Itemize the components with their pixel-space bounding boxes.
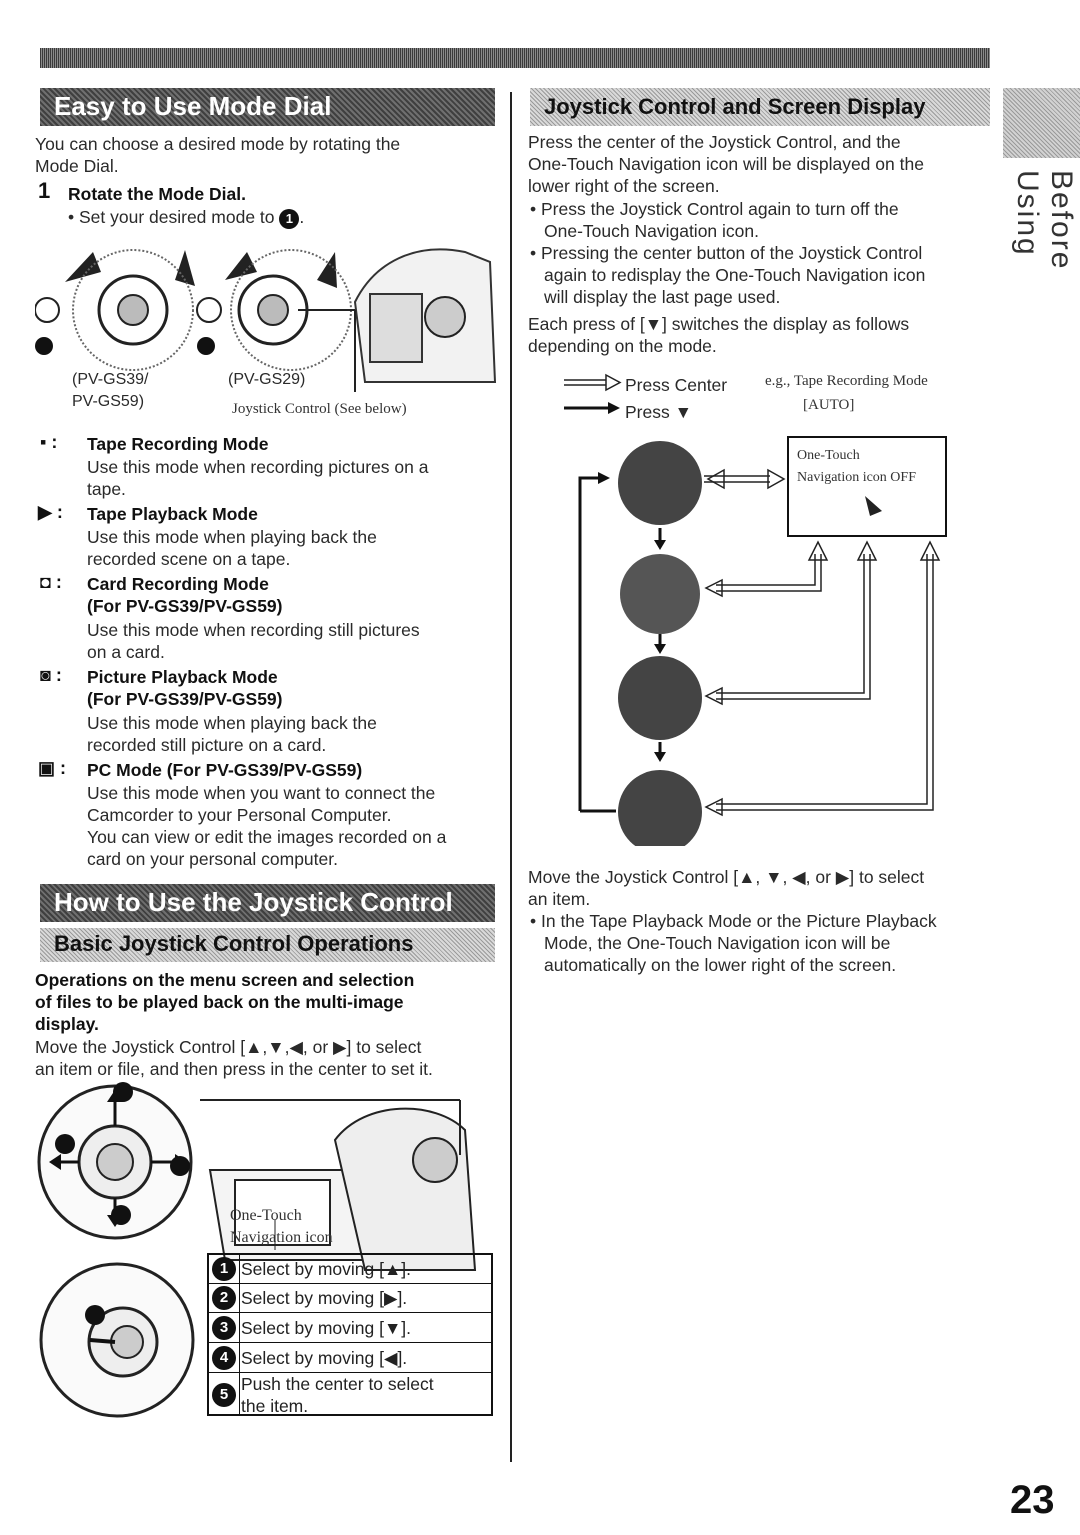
- legend-press-down: Press ▼: [625, 402, 692, 422]
- step-row: 2 Select by moving [▶].: [209, 1284, 491, 1313]
- screen-display-para1: Press the center of the Joystick Control…: [528, 132, 924, 196]
- caption-gs29: (PV-GS29): [228, 371, 306, 388]
- screen-display-bullet1: • Press the Joystick Control again to tu…: [530, 199, 899, 241]
- move-joystick-text: Move the Joystick Control [▲, ▼, ◀, or ▶…: [528, 867, 925, 909]
- mode-description: Use this mode when recording pictures on…: [87, 457, 429, 499]
- example-mode: e.g., Tape Recording Mode: [765, 373, 928, 389]
- basic-operations-header: Basic Joystick Control Operations: [40, 928, 495, 962]
- step-number: 1: [38, 178, 51, 203]
- mode-title: Tape Recording Mode: [87, 434, 269, 454]
- navigation-flow-diagram: [578, 436, 947, 846]
- top-decorative-bar: [40, 48, 990, 68]
- legend-press-center: Press Center: [625, 375, 728, 395]
- mode-title: Picture Playback Mode(For PV-GS39/PV-GS5…: [87, 667, 283, 709]
- playback-mode-note: • In the Tape Playback Mode or the Pictu…: [530, 911, 937, 975]
- step1-subtext: • Set your desired mode to 1.: [68, 207, 305, 229]
- joystick-illustration: [37, 1082, 477, 1418]
- joystick-header: How to Use the Joystick Control: [40, 884, 495, 922]
- mode-title: Card Recording Mode(For PV-GS39/PV-GS59): [87, 574, 283, 616]
- step-5-icon: 5: [212, 1383, 236, 1407]
- legend-arrows: [564, 373, 622, 414]
- mode-title: Tape Playback Mode: [87, 504, 258, 524]
- operations-bold-text: Operations on the menu screen and select…: [35, 970, 415, 1034]
- column-divider: [510, 92, 512, 1462]
- steps-separator: [239, 1255, 240, 1414]
- operations-text: Move the Joystick Control [▲,▼,◀, or ▶] …: [35, 1037, 433, 1079]
- card-recording-mode-icon: ◘ :: [40, 572, 62, 592]
- step-row: 1 Select by moving [▲].: [209, 1255, 491, 1284]
- step-2-icon: 2: [212, 1286, 236, 1310]
- mode-dial-intro: You can choose a desired mode by rotatin…: [35, 134, 401, 176]
- mode-description: Use this mode when you want to connect t…: [87, 783, 447, 869]
- step-row: 4 Select by moving [◀].: [209, 1343, 491, 1373]
- screen-display-bullet2: • Pressing the center button of the Joys…: [530, 243, 926, 307]
- mode-title: PC Mode (For PV-GS39/PV-GS59): [87, 760, 363, 780]
- nav-icon-caption: One-Touch Navigation icon: [230, 1207, 333, 1246]
- page-number: 23: [1010, 1478, 1055, 1522]
- off-box-label: One-Touch Navigation icon OFF: [797, 448, 916, 485]
- mode-description: Use this mode when recording still pictu…: [87, 620, 420, 662]
- step1-title: Rotate the Mode Dial.: [68, 184, 246, 204]
- tape-recording-mode-icon: ▪ :: [40, 432, 58, 452]
- step-3-icon: 3: [212, 1316, 236, 1340]
- side-tab-label: Before Using: [1011, 170, 1078, 271]
- tape-playback-mode-icon: ▶ :: [38, 502, 63, 522]
- mode-dial-header: Easy to Use Mode Dial: [40, 88, 495, 126]
- screen-display-header: Joystick Control and Screen Display: [530, 88, 990, 126]
- step-row: 3 Select by moving [▼].: [209, 1313, 491, 1343]
- step-4-icon: 4: [212, 1346, 236, 1370]
- caption-joystick-control: Joystick Control (See below): [232, 401, 407, 417]
- pc-mode-icon: ▣ :: [38, 758, 67, 778]
- caption-gs39-gs59: (PV-GS39/ PV-GS59): [72, 371, 149, 410]
- side-tab-bar: [1003, 88, 1080, 158]
- picture-playback-mode-icon: ◙ :: [40, 665, 62, 685]
- example-mode-value: [AUTO]: [803, 397, 855, 413]
- step-1-icon: 1: [212, 1257, 236, 1281]
- steps-box: 1 Select by moving [▲]. 2 Select by movi…: [207, 1253, 493, 1416]
- marker-1-icon: 1: [279, 209, 300, 229]
- mode-dial-illustration: [35, 248, 497, 392]
- screen-display-para2: Each press of [▼] switches the display a…: [528, 314, 910, 356]
